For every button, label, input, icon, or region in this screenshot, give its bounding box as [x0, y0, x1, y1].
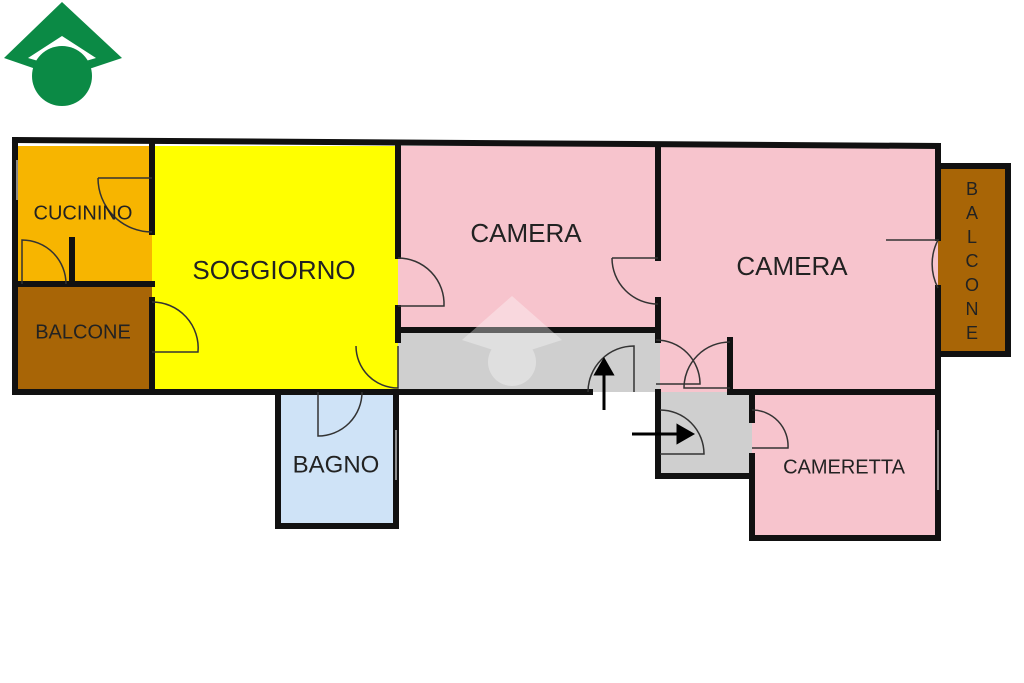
- label-bagno: BAGNO: [293, 451, 380, 478]
- label-soggiorno: SOGGIORNO: [192, 255, 355, 285]
- room-camera-1: [398, 146, 658, 328]
- balcone-right-letter: E: [966, 323, 978, 343]
- label-cameretta: CAMERETTA: [783, 456, 906, 478]
- arrow-right: [632, 423, 696, 445]
- balcone-right-letter: A: [966, 203, 978, 223]
- windows: [16, 160, 939, 490]
- label-camera-2: CAMERA: [736, 251, 848, 281]
- balcone-right-letter: L: [967, 227, 977, 247]
- room-bagno: [278, 390, 396, 526]
- room-camera-2: [658, 146, 938, 392]
- balcone-right-letter: O: [965, 275, 979, 295]
- doors: [21, 177, 940, 455]
- label-cucinino: CUCININO: [34, 202, 133, 224]
- balcone-right-letter: N: [966, 299, 979, 319]
- label-camera-1: CAMERA: [470, 218, 582, 248]
- logo-circle: [32, 46, 92, 106]
- walls: [11, 136, 1011, 541]
- arrow-up: [593, 356, 615, 410]
- agency-logo: [4, 2, 122, 106]
- balcone-right-letter: B: [966, 179, 978, 199]
- balcone-right-letter: C: [966, 251, 979, 271]
- agency-watermark-logo: [462, 296, 562, 386]
- corridor: [398, 330, 660, 392]
- room-soggiorno: [152, 146, 398, 390]
- room-cameretta: [752, 392, 938, 538]
- label-balcone-left: BALCONE: [35, 321, 131, 343]
- room-balcone-left: [18, 284, 152, 390]
- room-cucinino: [18, 146, 152, 284]
- room-balcone-right: [938, 166, 1008, 354]
